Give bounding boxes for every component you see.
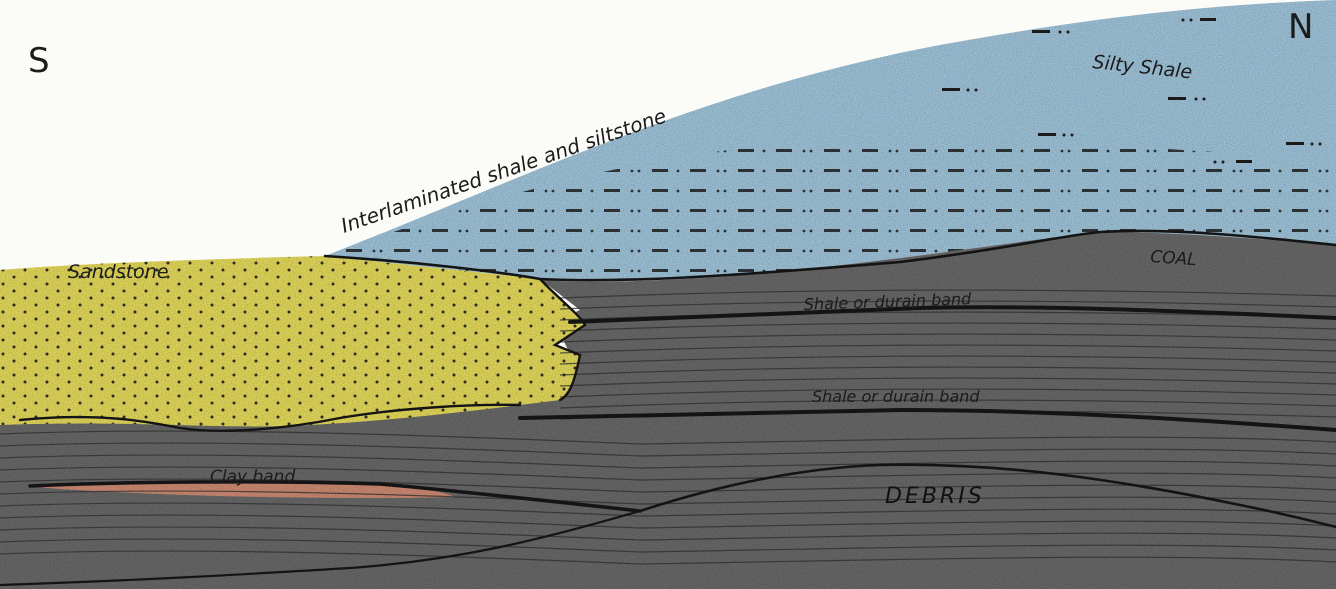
sandstone-label: Sandstone xyxy=(68,261,169,283)
shale-band-lower-label: Shale or durain band xyxy=(812,387,980,406)
clay-band-label: Clay band xyxy=(210,467,295,487)
north-label: N xyxy=(1288,7,1313,47)
debris-label: DEBRIS xyxy=(885,484,985,509)
coal-label: COAL xyxy=(1150,247,1198,270)
south-label: S xyxy=(28,41,50,81)
